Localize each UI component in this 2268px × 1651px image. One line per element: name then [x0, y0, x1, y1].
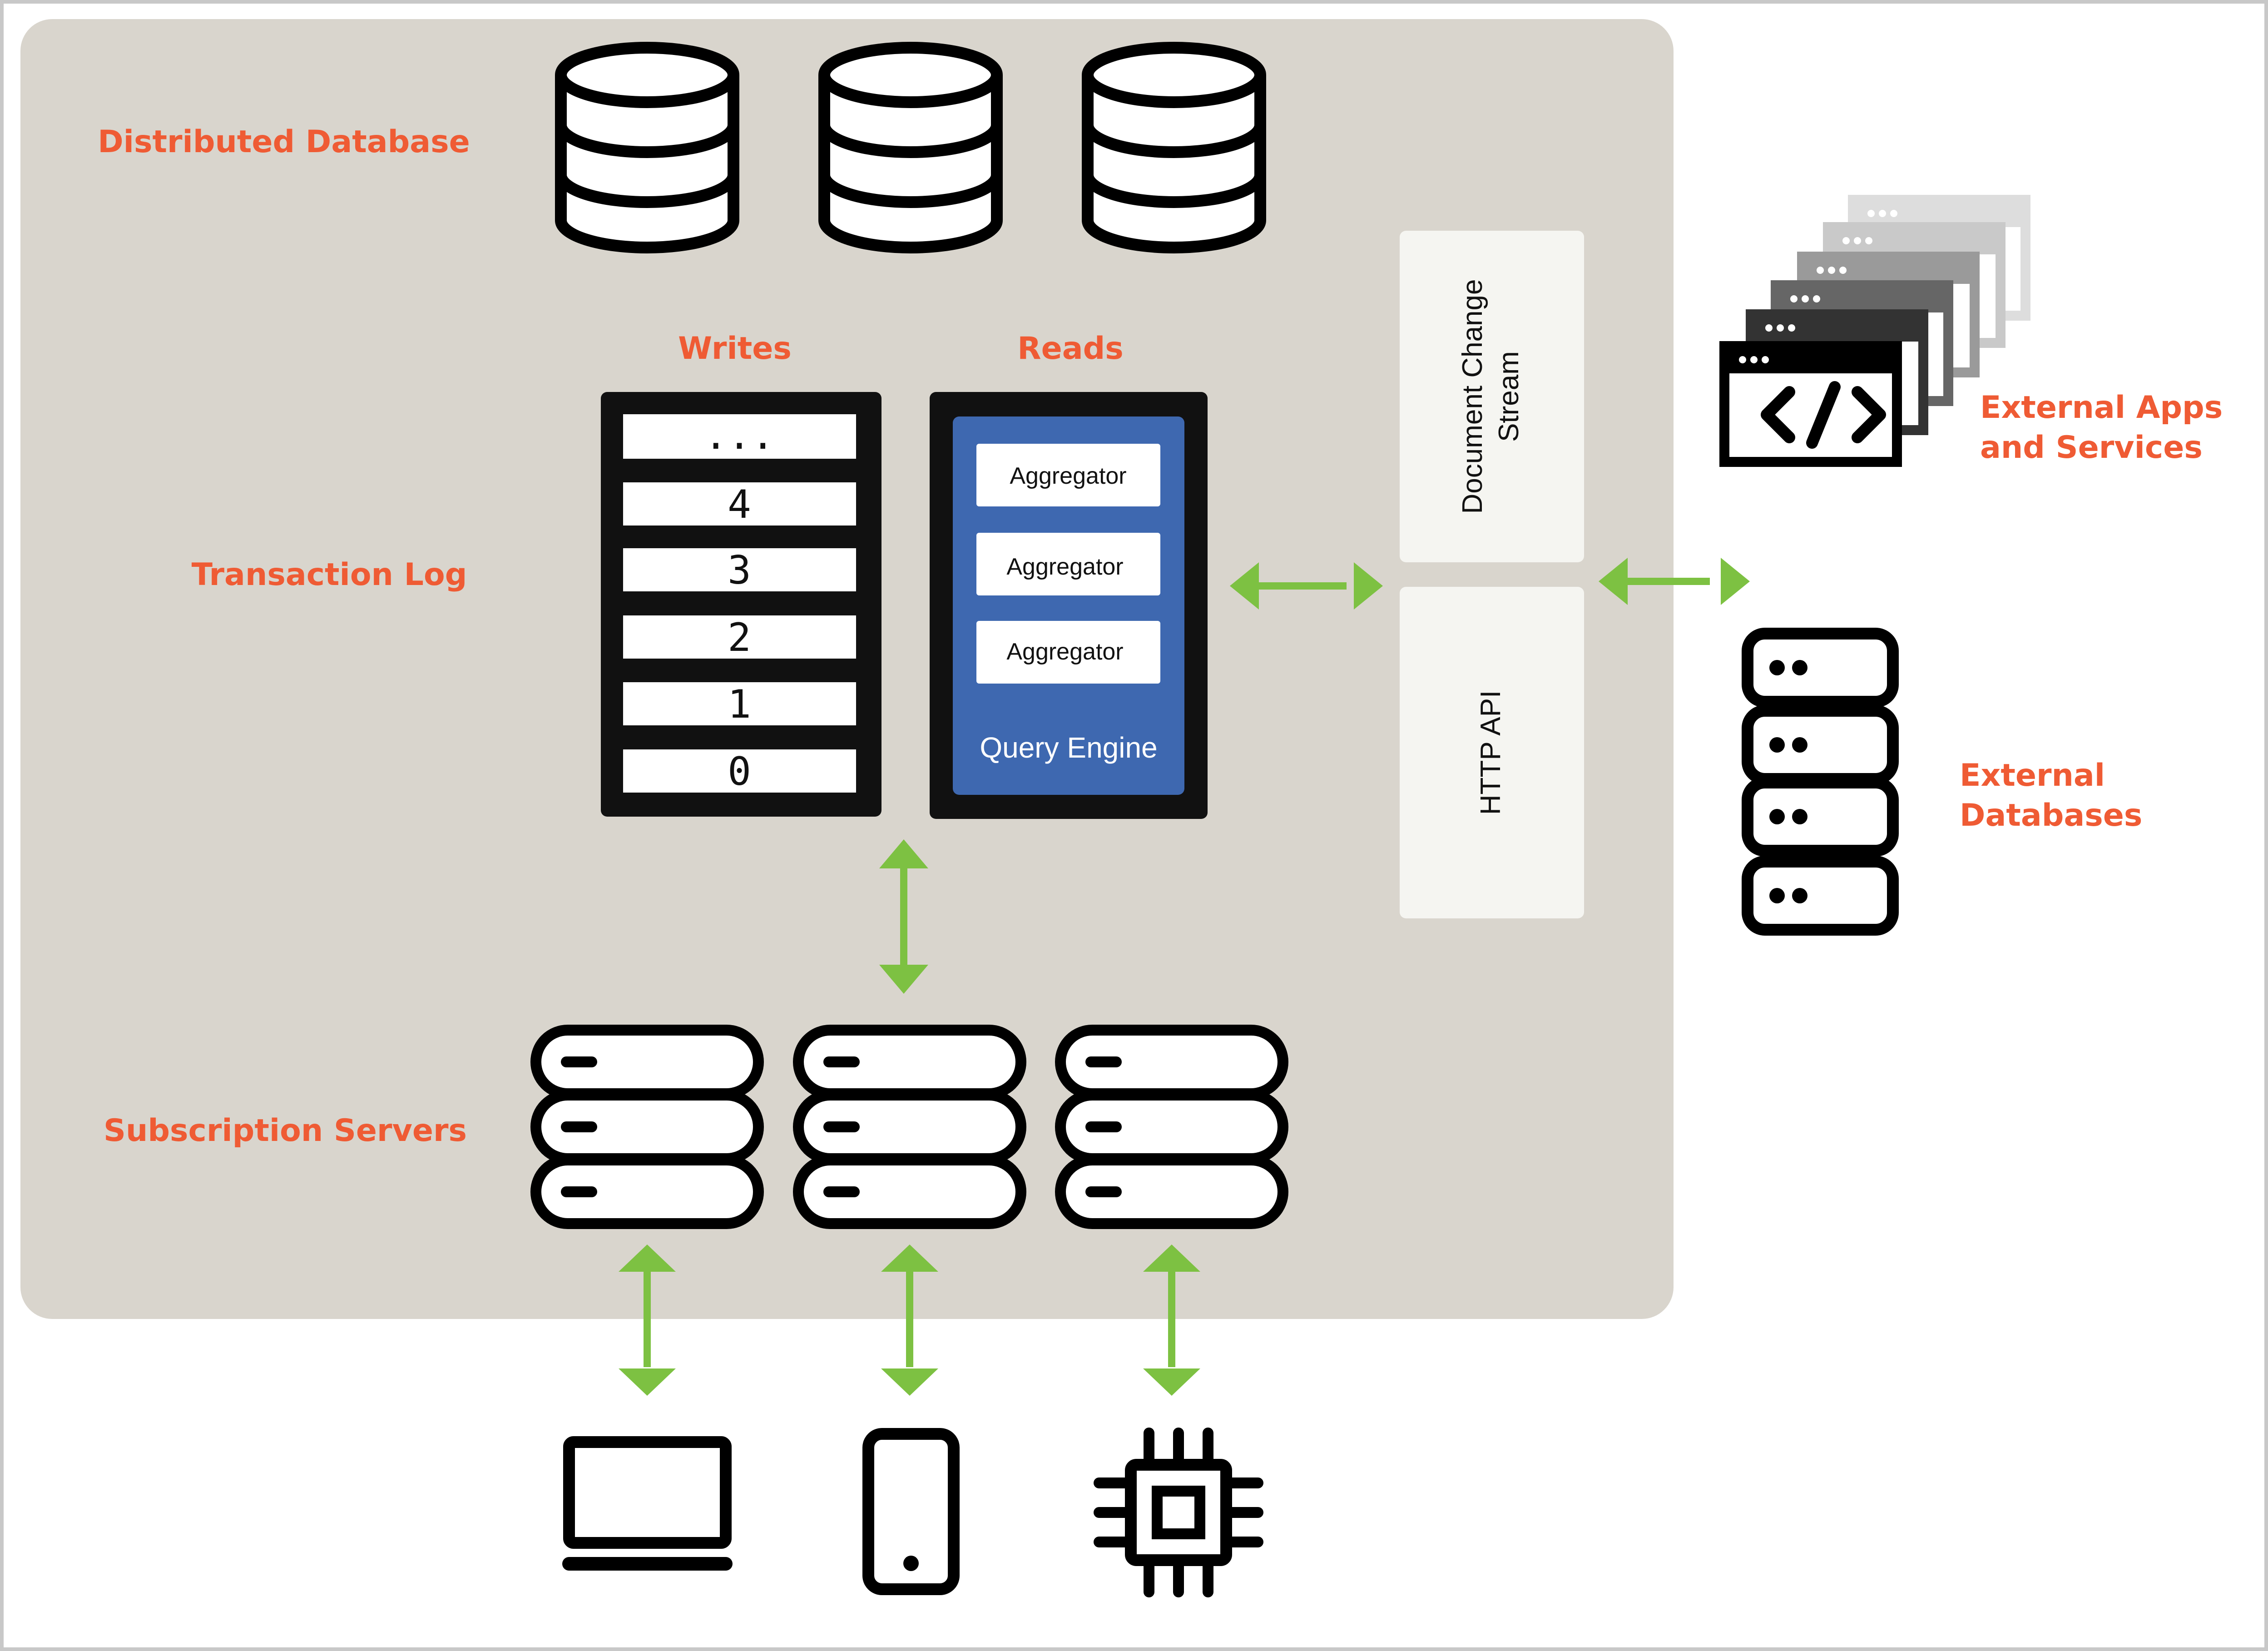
- label-external-apps: External Apps and Services: [1980, 390, 2233, 466]
- aggregator-box: Aggregator: [976, 621, 1160, 684]
- bidirectional-arrow: [1143, 1244, 1200, 1396]
- log-entry: 3: [623, 548, 856, 593]
- log-entry: 1: [623, 682, 856, 727]
- subscription-server-icon: [536, 1030, 758, 1224]
- aggregator-box: Aggregator: [976, 533, 1160, 595]
- bidirectional-arrow: [619, 1244, 676, 1396]
- laptop-icon: [562, 1436, 733, 1571]
- label-reads: Reads: [1017, 331, 1124, 367]
- svg-text:2: 2: [728, 615, 751, 660]
- log-entry: 0: [623, 749, 856, 794]
- http-api-panel: HTTP API: [1400, 587, 1584, 918]
- external-database-icon: [1748, 634, 1893, 930]
- svg-text:0: 0: [728, 749, 751, 794]
- label-external-databases: External Databases: [1960, 758, 2142, 833]
- label-subscription-servers: Subscription Servers: [104, 1113, 467, 1149]
- svg-text:3: 3: [728, 548, 751, 593]
- query-engine-title: Query Engine: [980, 731, 1157, 764]
- transaction-log: ... 4 3 2 1 0: [601, 392, 881, 817]
- label-distributed-database: Distributed Database: [98, 124, 470, 160]
- svg-text:4: 4: [728, 482, 751, 527]
- phone-icon: [862, 1428, 960, 1595]
- document-change-stream-panel: Document Change Stream: [1400, 231, 1584, 562]
- svg-text:1: 1: [728, 682, 751, 727]
- aggregator-box: Aggregator: [976, 444, 1160, 506]
- query-engine: Aggregator Aggregator Aggregator Query E…: [930, 392, 1208, 819]
- svg-text:Aggregator: Aggregator: [1006, 639, 1123, 665]
- subscription-server-icon: [1060, 1030, 1283, 1224]
- bidirectional-arrow: [879, 839, 928, 994]
- svg-text:HTTP API: HTTP API: [1475, 690, 1506, 815]
- label-writes: Writes: [678, 331, 792, 367]
- bidirectional-arrow: [1599, 558, 1750, 605]
- log-entry: 4: [623, 482, 856, 527]
- log-entry: 2: [623, 615, 856, 660]
- chip-icon: [1094, 1428, 1263, 1597]
- code-window-icon: [1724, 200, 2025, 462]
- bidirectional-arrow: [881, 1244, 938, 1396]
- svg-text:Document Change: Document Change: [1457, 279, 1488, 514]
- subscription-server-icon: [798, 1030, 1021, 1224]
- label-transaction-log: Transaction Log: [192, 557, 467, 593]
- svg-text:...: ...: [704, 413, 774, 458]
- database-icon: [561, 48, 733, 248]
- log-entry: ...: [623, 413, 856, 459]
- bidirectional-arrow: [1230, 562, 1383, 610]
- svg-text:Aggregator: Aggregator: [1006, 554, 1123, 580]
- svg-text:Stream: Stream: [1493, 351, 1525, 442]
- database-icon: [824, 48, 997, 248]
- database-icon: [1088, 48, 1260, 248]
- svg-text:Aggregator: Aggregator: [1010, 463, 1126, 489]
